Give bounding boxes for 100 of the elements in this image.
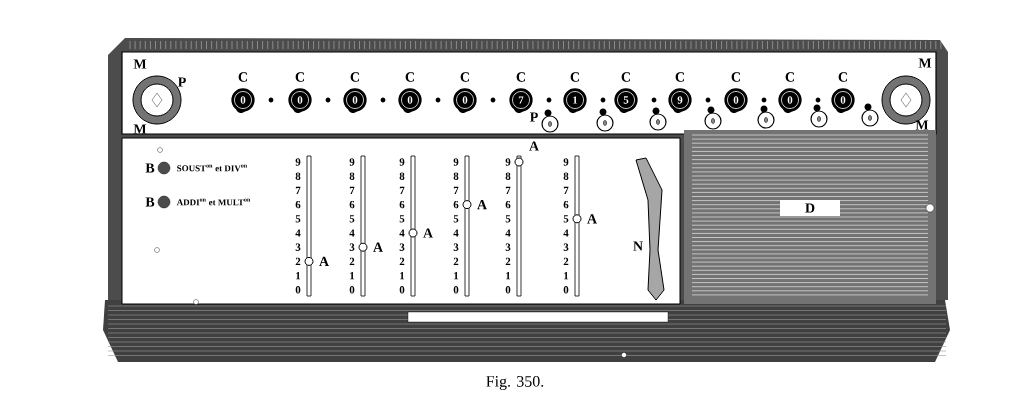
- scale-digit: 5: [295, 215, 301, 223]
- scale-digit: 0: [349, 286, 355, 294]
- dial-digit: 0: [297, 96, 303, 104]
- scale-digit: 2: [295, 257, 301, 266]
- part-letter: A: [373, 242, 383, 252]
- part-letter: B: [145, 197, 155, 207]
- part-letter: M: [133, 59, 147, 69]
- part-letter: C: [295, 72, 304, 82]
- scale-digit: 2: [453, 257, 459, 266]
- scale-digit: 6: [295, 200, 301, 209]
- scale-digit: 0: [453, 286, 459, 294]
- figure-caption: Fig. 350.: [486, 376, 544, 390]
- scale-digit: 6: [399, 200, 405, 209]
- operation-label: SOUST$^{on}$ et DIV$^{on}$: [177, 164, 248, 172]
- dial-digit: 0: [462, 96, 468, 104]
- part-letter: N: [633, 241, 643, 251]
- scale-digit: 8: [563, 172, 569, 180]
- part-letter: A: [423, 228, 433, 238]
- scale-digit: 5: [563, 215, 569, 223]
- scale-digit: 0: [505, 286, 511, 294]
- scale-digit: 7: [349, 186, 355, 194]
- scale-digit: 3: [295, 243, 301, 251]
- scale-digit: 5: [399, 215, 405, 223]
- scale-digit: 9: [349, 158, 355, 166]
- scale-digit: 4: [505, 229, 511, 237]
- operation-label: ADDI$^{on}$ et MULT$^{on}$: [176, 198, 251, 206]
- scale-digit: 8: [349, 172, 355, 180]
- scale-digit: 2: [505, 257, 511, 266]
- part-letter: M: [918, 58, 932, 68]
- scale-digit: 9: [505, 158, 511, 166]
- part-letter: D: [805, 203, 815, 213]
- dial-digit: 1: [573, 96, 578, 104]
- part-letter: A: [319, 256, 329, 266]
- part-letter: A: [477, 200, 487, 210]
- scale-digit: 0: [295, 286, 301, 294]
- scale-digit: 7: [563, 186, 569, 194]
- scale-digit: 1: [296, 272, 301, 280]
- part-letter: C: [731, 72, 740, 82]
- scale-digit: 5: [349, 215, 355, 223]
- scale-digit: 2: [563, 257, 569, 266]
- scale-digit: 9: [453, 158, 459, 166]
- part-letter: C: [350, 72, 359, 82]
- scale-digit: 3: [349, 243, 355, 251]
- scale-digit: 6: [505, 200, 511, 209]
- scale-digit: 7: [295, 186, 301, 194]
- scale-digit: 1: [350, 272, 355, 280]
- dial-digit: 0: [352, 96, 358, 104]
- part-letter: A: [529, 141, 539, 151]
- scale-digit: 6: [349, 200, 355, 209]
- scale-digit: 9: [295, 158, 301, 166]
- scale-digit: 6: [453, 200, 459, 209]
- part-letter: C: [238, 72, 247, 82]
- scale-digit: 7: [453, 186, 459, 194]
- dial-digit: 0: [787, 96, 793, 104]
- scale-digit: 8: [505, 172, 511, 180]
- scale-digit: 2: [399, 257, 405, 266]
- scale-digit: 4: [563, 229, 569, 237]
- scale-digit: 1: [506, 272, 511, 280]
- scale-digit: 3: [563, 243, 569, 251]
- scale-digit: 7: [399, 186, 405, 194]
- scale-digit: 8: [295, 172, 301, 180]
- scale-digit: 2: [349, 257, 355, 266]
- scale-digit: 8: [399, 172, 405, 180]
- part-letter: C: [405, 72, 414, 82]
- part-letter: A: [587, 214, 597, 224]
- scale-digit: 9: [399, 158, 405, 166]
- part-letter: B: [145, 163, 155, 173]
- part-letter: C: [516, 72, 525, 82]
- scale-digit: 4: [399, 229, 405, 237]
- part-letter: C: [675, 72, 684, 82]
- scale-digit: 6: [563, 200, 569, 209]
- scale-digit: 1: [400, 272, 405, 280]
- scale-digit: 3: [505, 243, 511, 251]
- part-letter: C: [838, 72, 847, 82]
- dial-digit: 0: [840, 96, 846, 104]
- dial-digit: 5: [623, 96, 629, 104]
- dial-digit: 0: [407, 96, 413, 104]
- part-letter: C: [785, 72, 794, 82]
- scale-digit: 4: [295, 229, 301, 237]
- scale-digit: 4: [453, 229, 459, 237]
- scale-digit: 3: [399, 243, 405, 251]
- scale-digit: 4: [349, 229, 355, 237]
- scale-digit: 0: [399, 286, 405, 294]
- scale-digit: 1: [454, 272, 459, 280]
- scale-digit: 5: [453, 215, 459, 223]
- dial-digit: 0: [240, 96, 246, 104]
- dial-digit: 7: [518, 96, 524, 104]
- scale-digit: 9: [563, 158, 569, 166]
- part-letter: P: [178, 77, 186, 87]
- scale-digit: 0: [563, 286, 569, 294]
- dial-digit: 0: [733, 96, 739, 104]
- scale-digit: 7: [505, 186, 511, 194]
- scale-digit: 8: [453, 172, 459, 180]
- dial-digit: 9: [677, 96, 683, 104]
- part-letter: M: [133, 124, 147, 134]
- scale-digit: 1: [564, 272, 569, 280]
- part-letter: M: [915, 120, 929, 130]
- part-letter: C: [460, 72, 469, 82]
- part-letter: C: [570, 72, 579, 82]
- scale-digit: 3: [453, 243, 459, 251]
